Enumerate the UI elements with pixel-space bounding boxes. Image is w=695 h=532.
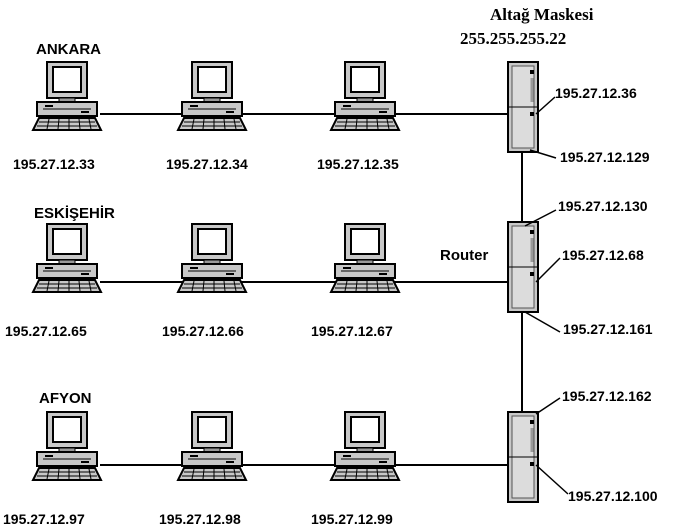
computer-icon <box>330 411 400 481</box>
city-label-eskisehir: ESKİŞEHİR <box>34 205 115 222</box>
host-ip: 195.27.12.99 <box>311 511 393 527</box>
computer-icon <box>177 223 247 293</box>
leader-line <box>529 149 557 159</box>
router-afyon-icon <box>506 410 540 504</box>
computer-icon <box>177 411 247 481</box>
leader-line <box>524 209 557 227</box>
router-interface-ip: 195.27.12.68 <box>562 247 644 263</box>
host-ip: 195.27.12.35 <box>317 156 399 172</box>
leader-line <box>535 96 556 115</box>
computer-icon <box>32 223 102 293</box>
city-label-ankara: ANKARA <box>36 41 101 58</box>
computer-icon <box>32 411 102 481</box>
subnet-mask-title: Altağ Maskesi <box>490 5 594 24</box>
computer-icon <box>330 61 400 131</box>
router-interface-ip: 195.27.12.161 <box>563 321 653 337</box>
leader-line <box>535 397 561 415</box>
host-ip: 195.27.12.33 <box>13 156 95 172</box>
leader-line <box>535 464 569 495</box>
host-ip: 195.27.12.66 <box>162 323 244 339</box>
city-label-afyon: AFYON <box>39 390 92 407</box>
leader-line <box>524 311 561 333</box>
subnet-mask-value: 255.255.255.22 <box>460 29 567 48</box>
computer-icon <box>177 61 247 131</box>
router-interface-ip: 195.27.12.130 <box>558 198 648 214</box>
router-interface-ip: 195.27.12.36 <box>555 85 637 101</box>
host-ip: 195.27.12.67 <box>311 323 393 339</box>
router-interface-ip: 195.27.12.129 <box>560 149 650 165</box>
router-ankara-icon <box>506 60 540 154</box>
leader-line <box>535 257 561 283</box>
host-ip: 195.27.12.97 <box>3 511 85 527</box>
host-ip: 195.27.12.65 <box>5 323 87 339</box>
host-ip: 195.27.12.34 <box>166 156 248 172</box>
computer-icon <box>330 223 400 293</box>
router-interface-ip: 195.27.12.162 <box>562 388 652 404</box>
router-eskisehir-icon <box>506 220 540 314</box>
router-label: Router <box>440 247 489 264</box>
computer-icon <box>32 61 102 131</box>
host-ip: 195.27.12.98 <box>159 511 241 527</box>
router-interface-ip: 195.27.12.100 <box>568 488 658 504</box>
